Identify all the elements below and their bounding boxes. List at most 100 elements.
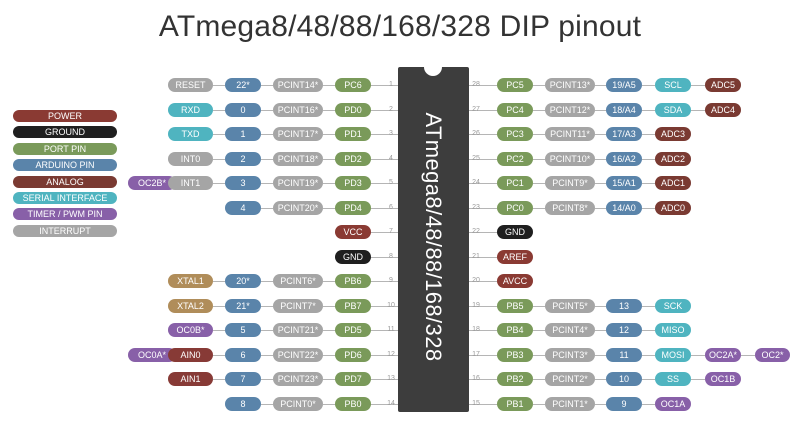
- connector-line: [642, 354, 655, 356]
- legend-item-arduino-pin: ARDUINO PIN: [13, 159, 117, 171]
- connector-line: [642, 403, 655, 405]
- connector-line: [533, 158, 545, 160]
- legend-item-timer-pwm-pin: TIMER / PWM PIN: [13, 208, 117, 220]
- pin-label-int1: INT1: [168, 176, 213, 190]
- pin-label-2: 2: [225, 151, 261, 166]
- pin-label-ain1: AIN1: [168, 372, 213, 386]
- connector-line: [261, 305, 273, 307]
- connector-line: [323, 158, 335, 160]
- connector-line: [261, 109, 273, 111]
- pin-label-pb6: PB6: [335, 274, 371, 288]
- pin-number: 21: [472, 252, 480, 260]
- pin-label-pcint12-: PCINT12*: [545, 102, 595, 117]
- pin-label-1: 1: [225, 127, 261, 141]
- pin-label-pb3: PB3: [497, 347, 533, 362]
- pin-label-pcint11-: PCINT11*: [545, 127, 595, 141]
- pin-label-pc4: PC4: [497, 102, 533, 117]
- connector-line: [533, 354, 545, 356]
- pin-label-pc3: PC3: [497, 127, 533, 141]
- pin-number: 15: [472, 399, 480, 407]
- connector-line: [323, 183, 335, 184]
- pin-number: 22: [472, 228, 480, 235]
- pin-label-pcint10-: PCINT10*: [545, 151, 595, 166]
- pin-label-9: 9: [606, 396, 642, 411]
- legend-item-ground: GROUND: [13, 126, 117, 138]
- connector-line: [533, 207, 545, 209]
- pin-label-pd1: PD1: [335, 127, 371, 141]
- connector-line: [595, 403, 606, 405]
- pin-label-oc0b-: OC0B*: [168, 323, 213, 337]
- connector-line: [533, 379, 545, 380]
- legend-item-analog: ANALOG: [13, 176, 117, 188]
- connector-line: [642, 183, 655, 184]
- pin-label-pd4: PD4: [335, 200, 371, 215]
- pin-label-oc0a-: OC0A*: [128, 347, 176, 362]
- connector-line: [642, 330, 655, 331]
- pin-label-15-a1: 15/A1: [606, 176, 642, 190]
- pin-label-xtal1: XTAL1: [168, 274, 213, 288]
- connector-line: [213, 183, 225, 184]
- connector-line: [533, 305, 545, 307]
- connector-line: [323, 403, 335, 405]
- pin-label-pb4: PB4: [497, 323, 533, 337]
- ic-chip-notch: [424, 67, 442, 76]
- pin-label-sck: SCK: [655, 298, 691, 313]
- pin-label-pd0: PD0: [335, 102, 371, 117]
- pin-label-pcint7-: PCINT7*: [273, 298, 323, 313]
- pin-number: 7: [389, 228, 393, 235]
- connector-line: [642, 379, 655, 380]
- pin-label-pb7: PB7: [335, 298, 371, 313]
- pin-number: 8: [389, 252, 393, 260]
- pin-number: 9: [389, 277, 393, 284]
- pin-label-avcc: AVCC: [497, 274, 533, 288]
- connector-line: [595, 183, 606, 184]
- pin-number: 2: [389, 105, 393, 113]
- pin-label-pcint5-: PCINT5*: [545, 298, 595, 313]
- pin-label-pc5: PC5: [497, 78, 533, 92]
- connector-line: [595, 354, 606, 356]
- pin-label-4: 4: [225, 200, 261, 215]
- connector-line: [595, 85, 606, 86]
- connector-line: [691, 85, 705, 86]
- pin-label-reset: RESET: [168, 78, 213, 92]
- connector-line: [691, 354, 705, 356]
- connector-line: [642, 134, 655, 135]
- connector-line: [533, 403, 545, 405]
- pin-lead: [469, 207, 497, 209]
- pin-number: 25: [472, 154, 480, 162]
- pin-label-sda: SDA: [655, 102, 691, 117]
- pin-number: 6: [389, 203, 393, 211]
- pin-label-oc2a-: OC2A*: [705, 347, 741, 362]
- connector-line: [533, 183, 545, 184]
- pin-label-pcint4-: PCINT4*: [545, 323, 595, 337]
- connector-line: [691, 109, 705, 111]
- connector-line: [213, 158, 225, 160]
- pin-number: 5: [389, 179, 393, 186]
- pin-label-aref: AREF: [497, 249, 533, 264]
- connector-line: [261, 403, 273, 405]
- pin-label-pcint13-: PCINT13*: [545, 78, 595, 92]
- pin-number: 3: [389, 130, 393, 137]
- connector-line: [213, 354, 225, 356]
- pin-label-pc2: PC2: [497, 151, 533, 166]
- pin-label-10: 10: [606, 372, 642, 386]
- pin-number: 1: [389, 81, 393, 88]
- pin-label-adc5: ADC5: [705, 78, 741, 92]
- legend-item-port-pin: PORT PIN: [13, 143, 117, 155]
- pin-label-adc3: ADC3: [655, 127, 691, 141]
- pin-label-pc0: PC0: [497, 200, 533, 215]
- pin-number: 18: [472, 326, 480, 333]
- connector-line: [533, 85, 545, 86]
- pin-label-oc1a: OC1A: [655, 396, 691, 411]
- pin-label-pc6: PC6: [335, 78, 371, 92]
- connector-line: [323, 109, 335, 111]
- pin-label-pc1: PC1: [497, 176, 533, 190]
- connector-line: [323, 305, 335, 307]
- connector-line: [213, 305, 225, 307]
- pin-label-pcint8-: PCINT8*: [545, 200, 595, 215]
- connector-line: [533, 134, 545, 135]
- pin-number: 4: [389, 154, 393, 162]
- pin-label-3: 3: [225, 176, 261, 190]
- pin-label-11: 11: [606, 347, 642, 362]
- connector-line: [323, 330, 335, 331]
